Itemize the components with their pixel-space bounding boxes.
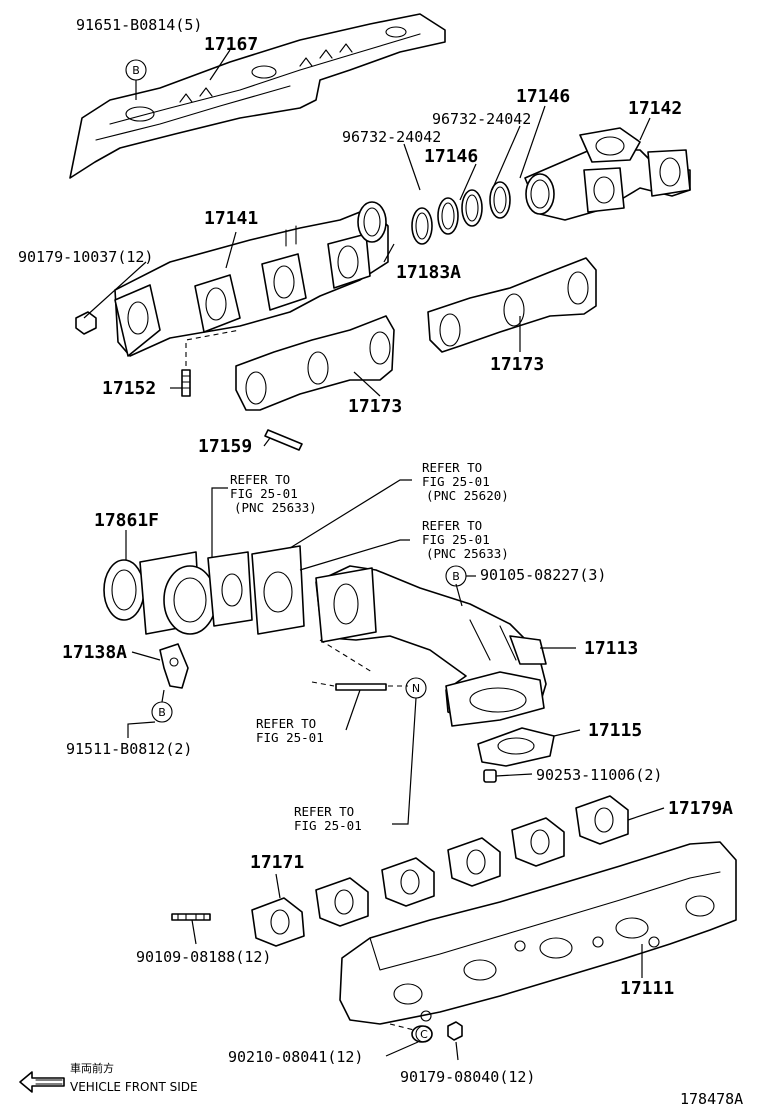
stud-90109-drawing [171,913,211,921]
front-arrow-icon [19,1071,65,1093]
stud-17152-drawing [181,369,191,397]
figure-id: 178478A [680,1090,743,1108]
stud-17159-drawing [264,429,303,451]
label-17183A: 17183A [396,262,461,283]
label-17152: 17152 [102,378,156,399]
svg-text:REFER TO: REFER TO [422,460,482,475]
label-17142: 17142 [628,98,682,119]
svg-text:(PNC 25633): (PNC 25633) [234,500,317,515]
svg-text:FIG 25-01: FIG 25-01 [422,474,490,489]
label-96732-24042-left: 96732-24042 [342,128,441,146]
seal-rings-drawing [411,181,511,245]
label-17138A: 17138A [62,642,127,663]
label-17111: 17111 [620,978,674,999]
svg-text:C: C [420,1028,428,1041]
svg-text:FIG 25-01: FIG 25-01 [422,532,490,547]
label-17173-right: 17173 [490,354,544,375]
nut-90179-10037-drawing [75,311,97,335]
label-17141: 17141 [204,208,258,229]
gaskets-17171-row-drawing [251,795,629,947]
label-17167: 17167 [204,34,258,55]
gasket-17173-right-drawing [427,257,597,353]
label-17179A: 17179A [668,798,733,819]
svg-text:FIG 25-01: FIG 25-01 [230,486,298,501]
svg-text:(PNC 25633): (PNC 25633) [426,546,509,561]
nut-90179-08040-drawing [447,1021,463,1041]
label-17159: 17159 [198,436,252,457]
svg-text:FIG 25-01: FIG 25-01 [256,730,324,745]
pipe-dashline [319,639,373,673]
svg-text:B: B [132,64,140,77]
svg-text:B: B [452,570,460,583]
svg-text:REFER TO: REFER TO [256,716,316,731]
marker-b-3: B [151,701,173,723]
marker-c: C [415,1025,433,1043]
gasket-17173-left-drawing [235,315,395,411]
label-90179-08040: 90179-08040(12) [400,1068,535,1086]
bracket-17138A-drawing [159,643,189,689]
refer-note-2: REFER TO FIG 25-01 (PNC 25620) [422,460,509,503]
label-90109-08188: 90109-08188(12) [136,948,271,966]
stud-N-drawing [335,683,387,691]
svg-text:B: B [158,706,166,719]
svg-text:N: N [412,682,420,695]
svg-text:REFER TO: REFER TO [230,472,290,487]
label-17861F: 17861F [94,510,159,531]
label-90210-08041: 90210-08041(12) [228,1048,363,1066]
nut-90253-drawing [483,769,497,783]
heat-insulator-drawing [69,13,446,179]
refer-note-5: REFER TO FIG 25-01 [294,804,362,833]
label-90105-08227: 90105-08227(3) [480,566,606,584]
legend-japanese: 車両前方 [70,1061,114,1075]
exhaust-pipe-17142-drawing [524,127,691,221]
turbo-assembly-17861F-drawing [103,545,305,635]
gasket-17115-drawing [477,727,555,767]
svg-text:REFER TO: REFER TO [422,518,482,533]
label-90253-11006: 90253-11006(2) [536,766,662,784]
vehicle-front-legend: 車両前方 VEHICLE FRONT SIDE [19,1061,198,1094]
marker-n: N [405,677,427,699]
refer-note-1: REFER TO FIG 25-01 (PNC 25633) [230,472,317,515]
svg-text:FIG 25-01: FIG 25-01 [294,818,362,833]
svg-text:REFER TO: REFER TO [294,804,354,819]
leader-lines [83,49,665,1061]
marker-b-1: B [125,59,147,81]
marker-b-2: B [445,565,467,587]
label-91511-B0812: 91511-B0812(2) [66,740,192,758]
label-17146-top: 17146 [516,86,570,107]
label-91651-B0814: 91651-B0814(5) [76,16,202,34]
legend-english: VEHICLE FRONT SIDE [70,1080,198,1094]
label-17113: 17113 [584,638,638,659]
label-17171: 17171 [250,852,304,873]
exhaust-pipe-17113-drawing [315,565,547,727]
stud-n-dashline [311,681,408,687]
label-90179-10037: 90179-10037(12) [18,248,153,266]
label-17146-mid: 17146 [424,146,478,167]
stud-17152-dashline [185,329,241,366]
exhaust-manifold-17111-drawing [339,841,737,1025]
label-17115: 17115 [588,720,642,741]
refer-note-4: REFER TO FIG 25-01 [256,716,324,745]
svg-text:(PNC 25620): (PNC 25620) [426,488,509,503]
label-96732-24042-right: 96732-24042 [432,110,531,128]
nut-dashline [389,1023,415,1031]
exhaust-manifold-17141-drawing [114,201,389,357]
label-17173-left: 17173 [348,396,402,417]
refer-note-3: REFER TO FIG 25-01 (PNC 25633) [422,518,509,561]
